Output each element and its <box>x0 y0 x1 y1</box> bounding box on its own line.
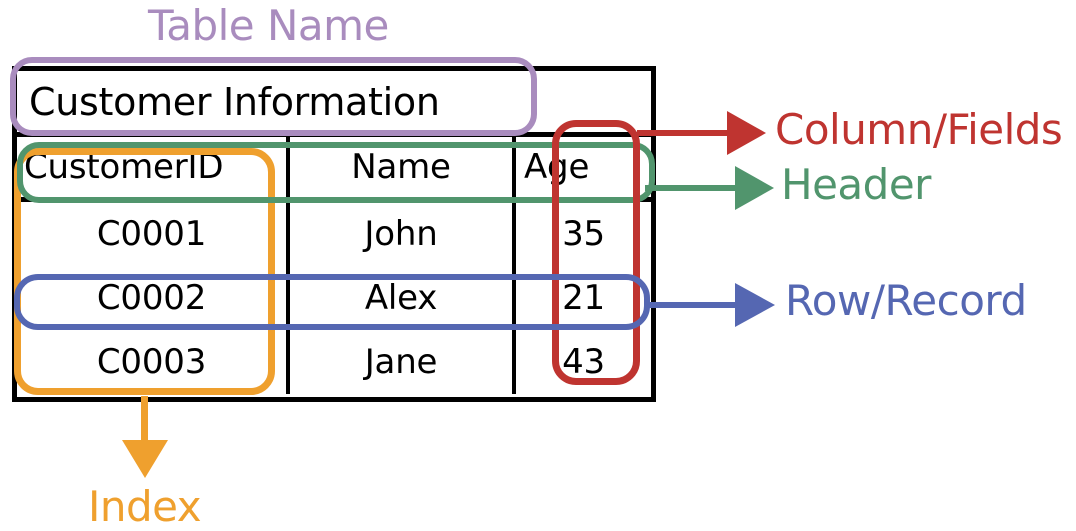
table-title: Customer Information <box>29 79 440 124</box>
cell-customerid: C0002 <box>17 266 290 330</box>
database-table: Customer Information CustomerID Name Age… <box>12 66 656 402</box>
table-row: C0002 Alex 21 <box>17 266 651 330</box>
annotation-label-row-record: Row/Record <box>785 276 1027 325</box>
cell-name: Alex <box>290 266 516 330</box>
cell-age: 21 <box>562 278 605 318</box>
cell-age: 43 <box>562 342 605 382</box>
cell-name: Jane <box>290 330 516 394</box>
cell-name: John <box>290 202 516 266</box>
arrow-right-icon <box>735 283 775 327</box>
annotation-label-header: Header <box>781 160 931 209</box>
arrow-down-icon <box>122 440 168 478</box>
column-header-age: Age <box>524 147 590 187</box>
leader-line-header <box>645 185 740 191</box>
table-grid: CustomerID Name Age C0001 John 35 C0002 … <box>17 137 651 397</box>
arrow-right-icon <box>735 166 774 210</box>
table-header-row: CustomerID Name Age <box>17 137 651 202</box>
caption-table-name: Table Name <box>148 1 389 50</box>
cell-customerid: C0001 <box>17 202 290 266</box>
cell-age: 35 <box>562 214 605 254</box>
arrow-right-icon <box>727 111 766 155</box>
table-row: C0003 Jane 43 <box>17 330 651 394</box>
annotation-label-column-fields: Column/Fields <box>775 105 1063 154</box>
table-title-row: Customer Information <box>17 71 651 137</box>
table-row: C0001 John 35 <box>17 202 651 266</box>
leader-line-index <box>141 396 148 442</box>
cell-customerid: C0003 <box>17 330 290 394</box>
annotation-label-index: Index <box>88 482 202 531</box>
column-header-customerid: CustomerID <box>17 137 290 197</box>
leader-line-row-record <box>645 302 739 308</box>
column-header-name: Name <box>290 137 516 197</box>
